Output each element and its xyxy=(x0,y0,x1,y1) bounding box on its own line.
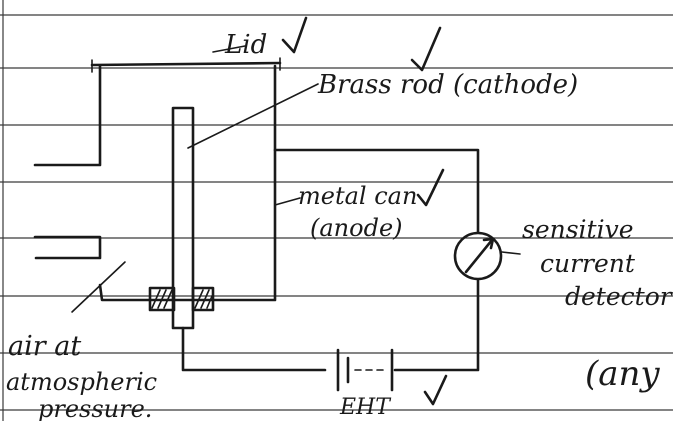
inlet-pointer xyxy=(71,261,126,313)
lid-label: Lid xyxy=(224,30,267,60)
metal-can-label: metal can xyxy=(298,182,417,210)
leader-lines xyxy=(187,45,521,255)
brass-rod-label: Brass rod (cathode) xyxy=(317,70,578,100)
current-detector xyxy=(453,231,503,281)
tick-marks xyxy=(281,16,448,406)
circuit-wires xyxy=(181,148,480,372)
lid xyxy=(90,57,282,73)
air-label-3: pressure. xyxy=(38,395,152,421)
metal-can xyxy=(33,64,277,302)
detector-label-1: sensitive xyxy=(522,215,634,244)
detector-label-2: current xyxy=(540,249,636,278)
eht-supply xyxy=(336,348,394,392)
eht-label: EHT xyxy=(339,395,392,420)
brass-rod xyxy=(171,106,195,330)
margin-note: (any xyxy=(585,354,660,394)
air-label-2: atmospheric xyxy=(6,368,157,396)
anode-label: (anode) xyxy=(310,214,403,242)
air-label-1: air at xyxy=(8,331,81,362)
detector-label-3: detector xyxy=(565,282,673,311)
insulator xyxy=(148,286,215,312)
